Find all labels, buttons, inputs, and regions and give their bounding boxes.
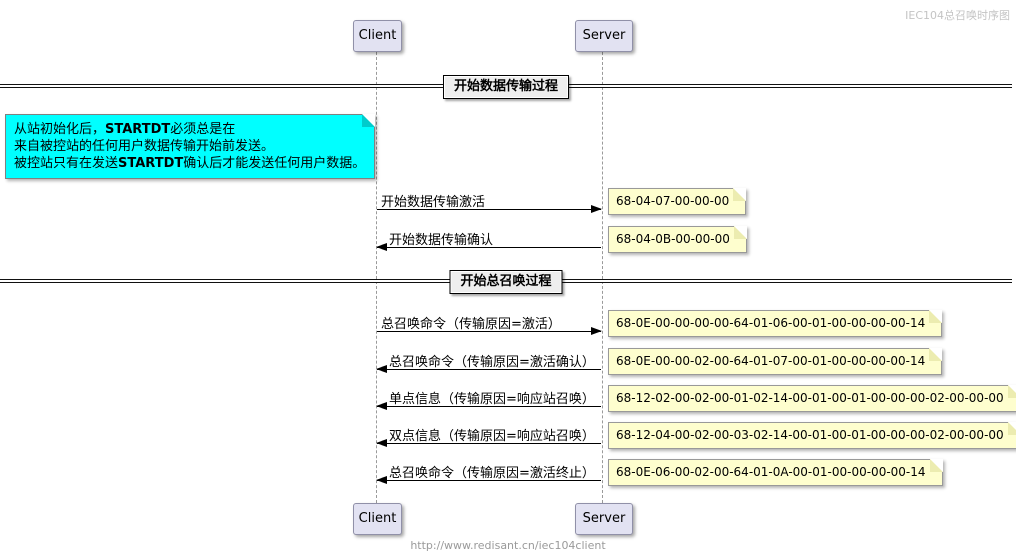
frame-note: 68-12-04-00-02-00-03-02-14-00-01-00-01-0… [608,422,1016,449]
folded-corner-icon [1007,385,1016,398]
message-label: 开始数据传输激活 [381,195,486,210]
frame-bytes: 68-0E-06-00-02-00-64-01-0A-00-01-00-00-0… [616,465,926,479]
frame-bytes: 68-0E-00-00-02-00-64-01-07-00-01-00-00-0… [616,354,926,368]
frame-note: 68-0E-00-00-02-00-64-01-07-00-01-00-00-0… [608,348,943,375]
message-arrow [377,327,602,335]
note-text-line: 被控站只有在发送STARTDT确认后才能发送任何用户数据。 [14,155,366,172]
frame-bytes: 68-04-07-00-00-00 [616,194,730,208]
note-text: 被控站只有在发送 [14,156,119,171]
note-text-bold: STARTDT [105,122,171,137]
frame-note: 68-04-07-00-00-00 [608,188,747,215]
participant-server-top: Server [575,20,633,52]
participant-server-bottom: Server [575,503,633,535]
frame-bytes: 68-0E-00-00-00-00-64-01-06-00-01-00-00-0… [616,316,926,330]
startdt-note: 从站初始化后，STARTDT必须总是在 来自被控站的任何用户数据传输开始前发送。… [5,114,375,179]
message-label: 单点信息（传输原因=响应站召唤） [389,392,595,407]
message-arrow [376,439,601,447]
message-arrow [376,476,601,484]
message-arrow [376,402,601,410]
folded-corner-icon [929,348,943,361]
folded-corner-icon [929,310,943,323]
folded-corner-icon [1007,422,1016,435]
participant-client-top: Client [353,20,402,52]
diagram-title: IEC104总召唤时序图 [905,9,1010,22]
note-text-bold: STARTDT [118,156,184,171]
folded-corner-icon [362,114,375,127]
message-label: 总召唤命令（传输原因=激活） [381,317,561,332]
note-text-line: 来自被控站的任何用户数据传输开始前发送。 [14,139,275,154]
frame-note: 68-0E-00-00-00-00-64-01-06-00-01-00-00-0… [608,310,943,337]
divider-label: 开始总召唤过程 [449,270,563,294]
frame-bytes: 68-12-02-00-02-00-01-02-14-00-01-00-01-0… [616,391,1004,405]
divider-start-interrogation: 开始总召唤过程 [0,270,1012,294]
note-text: 从站初始化后， [14,122,106,137]
frame-note: 68-12-02-00-02-00-01-02-14-00-01-00-01-0… [608,385,1016,412]
frame-note: 68-0E-06-00-02-00-64-01-0A-00-01-00-00-0… [608,459,943,486]
folded-corner-icon [733,226,747,239]
message-label: 双点信息（传输原因=响应站召唤） [389,429,595,444]
frame-bytes: 68-04-0B-00-00-00 [616,232,730,246]
divider-start-data-transfer: 开始数据传输过程 [0,75,1012,99]
divider-label: 开始数据传输过程 [442,75,570,99]
note-text: 必须总是在 [170,122,236,137]
frame-note: 68-04-0B-00-00-00 [608,226,747,253]
folded-corner-icon [929,459,943,472]
frame-bytes: 68-12-04-00-02-00-03-02-14-00-01-00-01-0… [616,428,1004,442]
client-lifeline [376,52,377,503]
folded-corner-icon [733,188,747,201]
note-text: 确认后才能发送任何用户数据。 [183,156,366,171]
message-label: 总召唤命令（传输原因=激活确认） [389,355,595,370]
message-arrow [376,243,601,251]
message-arrow [376,365,601,373]
message-label: 总召唤命令（传输原因=激活终止） [389,466,595,481]
message-arrow [377,205,602,213]
footer-url: http://www.redisant.cn/iec104client [410,539,606,552]
participant-client-bottom: Client [353,503,402,535]
note-text-line: 从站初始化后，STARTDT必须总是在 [14,121,366,138]
message-label: 开始数据传输确认 [389,233,494,248]
server-lifeline [602,52,603,503]
